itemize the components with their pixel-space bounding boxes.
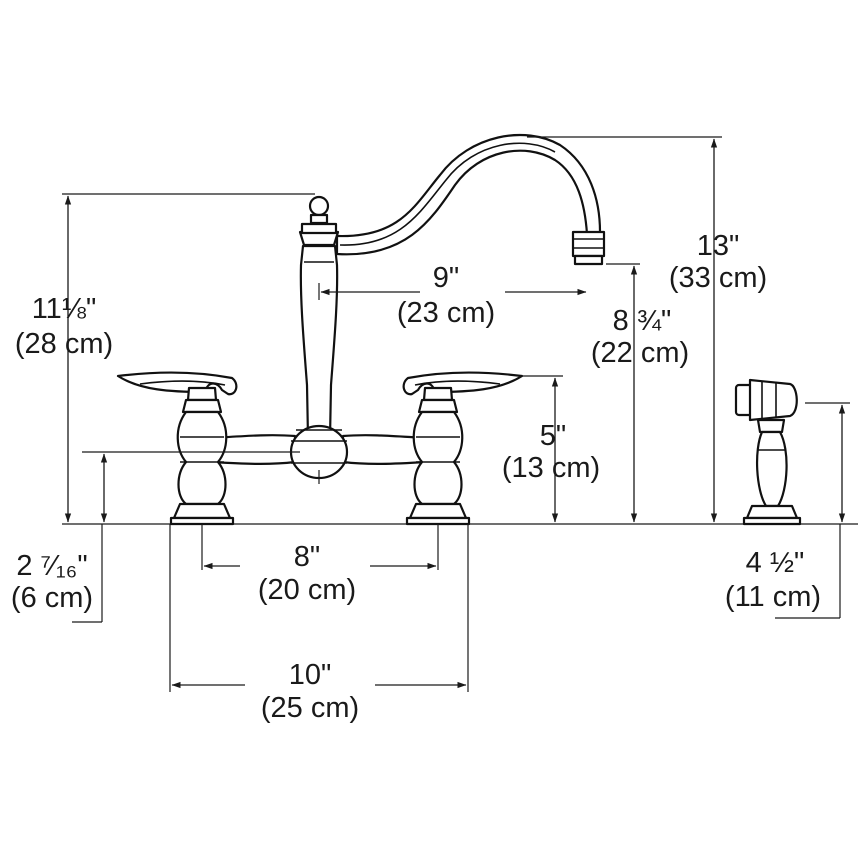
dimension-lines [62,136,850,692]
left-handle [116,371,238,526]
faucet-height-inches: 11⅛" [32,293,97,325]
overall-width-inches: 10" [289,659,332,691]
right-handle [402,371,524,526]
spout-reach-metric: (23 cm) [397,297,495,329]
dimension-labels: 13" (33 cm) 9" (23 cm) 8 ¾" (22 cm) 11⅛"… [11,230,821,724]
bridge-height-inches: 2 ⁷⁄₁₆" [16,550,87,582]
sprayer-height-inches: 4 ½" [746,547,805,579]
spout-height-inches: 8 ¾" [613,305,672,337]
spout [335,133,606,266]
spout-height-metric: (22 cm) [591,337,689,369]
center-spacing-metric: (20 cm) [258,574,356,606]
bridge-height-metric: (6 cm) [11,582,93,614]
sprayer-height-metric: (11 cm) [725,581,821,613]
center-column [298,195,340,440]
faucet-illustration [62,133,858,526]
faucet-height-metric: (28 cm) [15,328,113,360]
handle-height-metric: (13 cm) [502,452,600,484]
overall-height-inches: 13" [697,230,740,262]
side-sprayer [734,378,802,526]
spout-reach-inches: 9" [433,262,459,294]
overall-width-metric: (25 cm) [261,692,359,724]
center-spacing-inches: 8" [294,541,320,573]
handle-height-inches: 5" [540,420,566,452]
overall-height-metric: (33 cm) [669,262,767,294]
